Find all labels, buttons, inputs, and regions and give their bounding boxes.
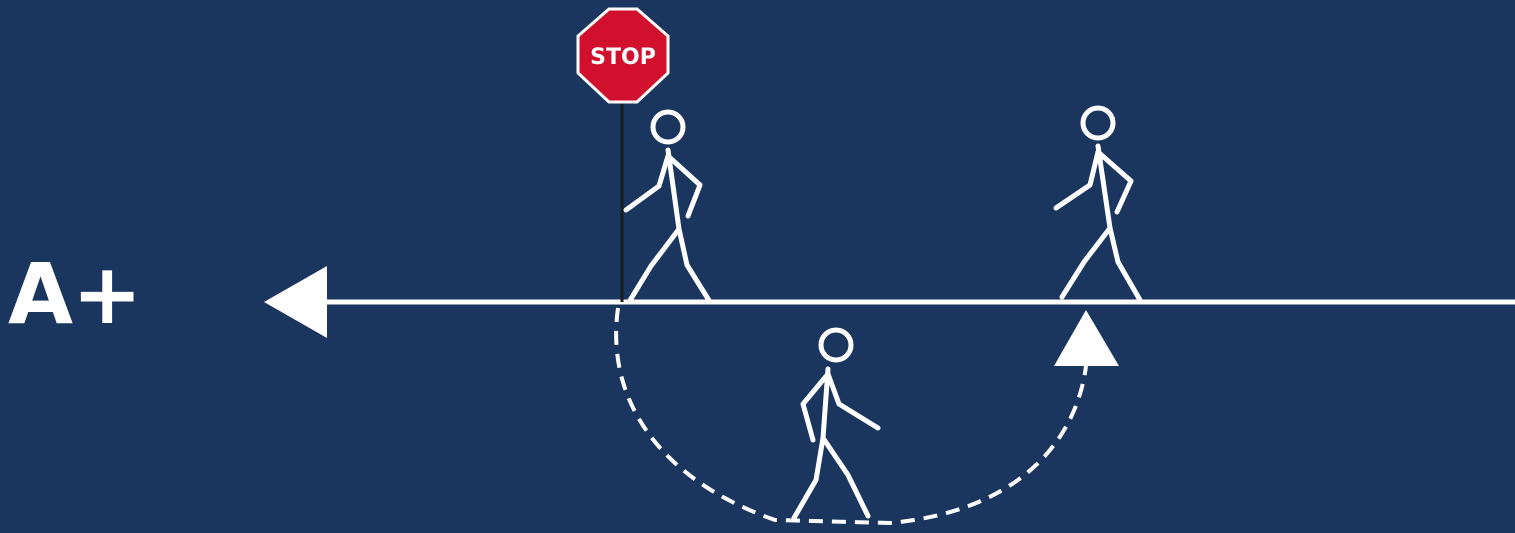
stop-sign-text: STOP bbox=[590, 45, 656, 70]
walking-person-icon bbox=[1056, 108, 1140, 300]
walking-person-icon bbox=[794, 330, 878, 518]
up-arrow-icon bbox=[1054, 310, 1119, 366]
stop-sign-icon: STOP bbox=[578, 9, 668, 102]
left-arrow-icon bbox=[264, 266, 327, 338]
walking-person-icon bbox=[626, 112, 710, 302]
grade-label: A+ bbox=[8, 244, 141, 344]
